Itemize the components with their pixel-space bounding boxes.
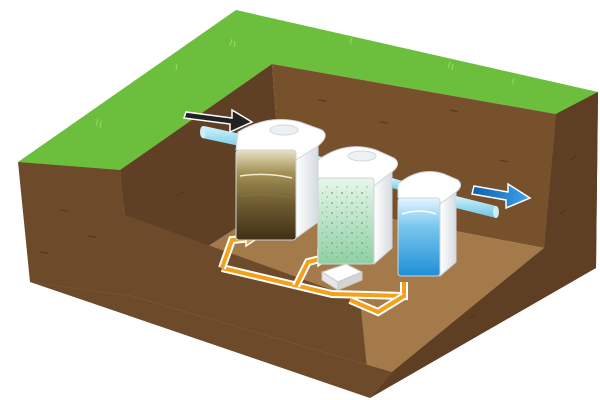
outlet-pipe <box>456 196 499 218</box>
grass-surface <box>18 10 598 300</box>
soil-lower-front <box>30 282 392 398</box>
tank-clarification-contents <box>397 197 441 277</box>
tank-settling <box>235 119 326 241</box>
soil-front-face <box>28 180 392 398</box>
outlet-arrow <box>471 182 532 210</box>
soil-right-outer <box>370 92 598 398</box>
grass-texture <box>95 37 515 129</box>
blower-unit <box>320 263 364 291</box>
soil-texture-outer <box>39 155 577 319</box>
inlet-arrow <box>183 108 254 134</box>
tank-clarification <box>397 171 462 278</box>
tank-biological <box>317 146 398 266</box>
